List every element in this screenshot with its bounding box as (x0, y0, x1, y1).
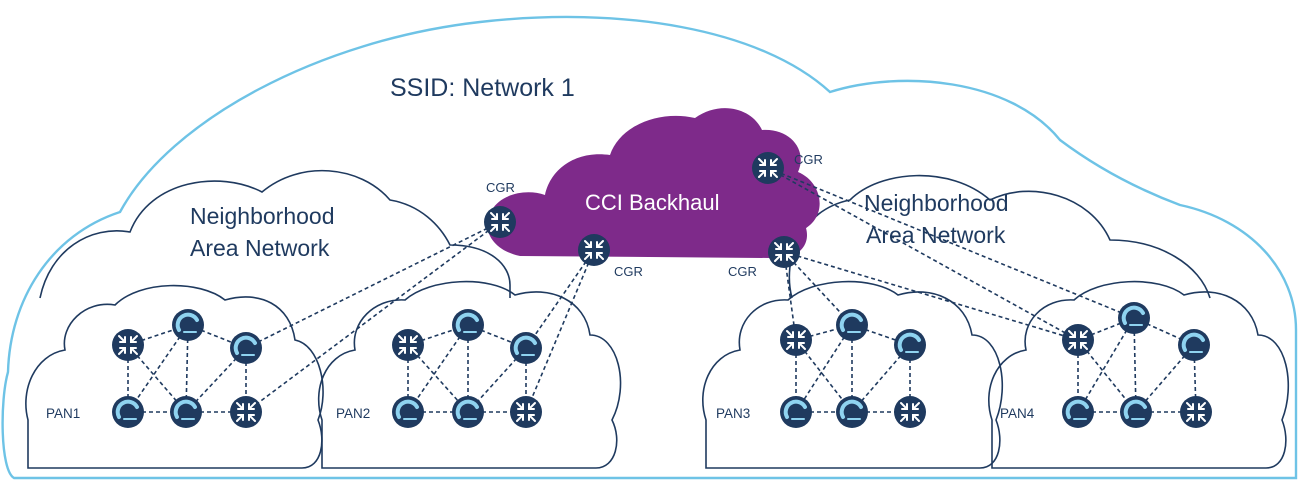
router-icon (779, 323, 813, 357)
meter-icon (110, 394, 146, 430)
cgr-router-left-icon (483, 205, 517, 239)
backhaul-links (245, 167, 1135, 413)
cgr-label-center: CGR (614, 264, 643, 279)
meter-icon (1060, 394, 1096, 430)
router-icon (391, 328, 425, 362)
meter-icon (1118, 394, 1154, 430)
cgr-router-top-icon (751, 151, 785, 185)
cgr-label-left: CGR (486, 180, 515, 195)
meter-icon (170, 307, 206, 343)
pan-cloud-4 (988, 280, 1290, 469)
router-icon (111, 328, 145, 362)
ssid-label: SSID: Network 1 (390, 74, 575, 102)
router-icon (1061, 323, 1095, 357)
backhaul-label: CCI Backhaul (585, 190, 720, 215)
cgr-label-top: CGR (794, 152, 823, 167)
meter-icon (390, 394, 426, 430)
meter-icon (450, 307, 486, 343)
pan-label-3: PAN3 (716, 406, 750, 421)
pan-cloud-3 (702, 280, 1004, 469)
nan-right-line1: Neighborhood (864, 190, 1009, 216)
meter-icon (778, 394, 814, 430)
router-icon (1179, 395, 1213, 429)
pan-label-1: PAN1 (46, 406, 80, 421)
router-icon (229, 395, 263, 429)
meter-icon (508, 330, 544, 366)
pan-cloud-2 (317, 280, 622, 469)
cgr-label-right: CGR (728, 264, 757, 279)
pan-label-2: PAN2 (336, 406, 370, 421)
meter-icon (450, 394, 486, 430)
router-icon (509, 395, 543, 429)
meter-icon (834, 394, 870, 430)
meter-icon (892, 327, 928, 363)
nan-right-line2: Area Network (866, 222, 1006, 248)
cgr-router-right-icon (767, 235, 801, 269)
pan-label-4: PAN4 (1000, 406, 1035, 421)
meter-icon (834, 307, 870, 343)
nan-left-line1: Neighborhood (190, 203, 335, 229)
backhaul-cloud (487, 108, 820, 259)
meter-icon (168, 394, 204, 430)
cgr-router-center-icon (577, 233, 611, 267)
nan-left-line2: Area Network (190, 235, 330, 261)
router-icon (893, 395, 927, 429)
pan-cloud-1 (25, 284, 324, 469)
meter-icon (1116, 300, 1152, 336)
meter-icon (228, 330, 264, 366)
meter-icon (1176, 327, 1212, 363)
